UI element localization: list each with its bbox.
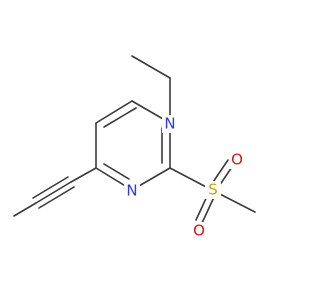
bond-s-o-down-2 [201,194,216,224]
label-bg-n3 [162,115,178,133]
molecule-diagram: N N S O O [13,55,256,240]
label-bg-s [205,181,221,199]
bond-c7-n1-inner [103,163,130,180]
atom-o-down: O [193,222,205,240]
atom-labels: N N S O O [124,115,245,240]
label-bg-o1 [229,151,245,169]
bond-alkyne-triple-2 [38,186,75,209]
bonds [13,55,256,224]
atom-s: S [208,181,218,199]
bond-c7-alkyne [70,167,97,183]
bond-alkyne-triple-3 [32,176,69,199]
label-bg-n1 [124,182,140,200]
bond-alkyne-ch3 [13,202,37,217]
label-bg-o2 [191,222,207,240]
bond-c5-c6-inner [103,107,137,128]
atom-n1: N [126,182,137,200]
structure-canvas: N N S O O [13,55,256,240]
bond-alkyne-triple-1 [35,181,72,204]
atom-n3: N [164,115,175,133]
bond-ethyl-ch3 [131,55,171,79]
atom-o-up: O [231,151,243,169]
bond-c5-c6 [95,100,133,124]
